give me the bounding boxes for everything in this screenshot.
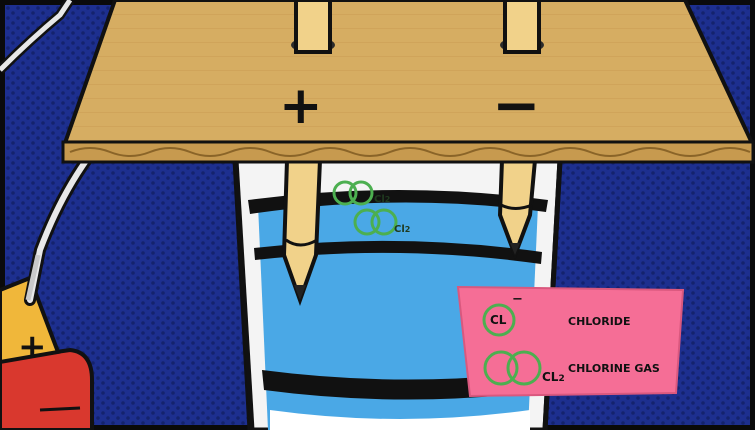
molecule-label: Cl2 [374,194,390,205]
cardboard-lid [63,0,753,162]
chlorine-gas-label: CHLORINE GAS [568,362,660,375]
battery-plus-icon: + [18,330,47,364]
molecule-symbol: Cl [374,194,385,205]
molecule-label-2: Cl2 [394,224,410,235]
chlorine-gas-subscript: 2 [558,374,564,384]
molecule-subscript: 2 [385,195,391,204]
chloride-charge: − [512,292,523,307]
molecule-symbol-2: Cl [394,224,405,235]
chloride-symbol: CL [490,313,506,327]
chlorine-gas-element: CL [542,370,558,384]
minus-icon: − [492,76,541,134]
plus-icon: + [279,80,323,132]
molecule-subscript-2: 2 [405,225,411,234]
chlorine-gas-symbol: CL2 [542,370,565,384]
chloride-label: CHLORIDE [568,315,630,328]
legend-card [458,287,683,396]
